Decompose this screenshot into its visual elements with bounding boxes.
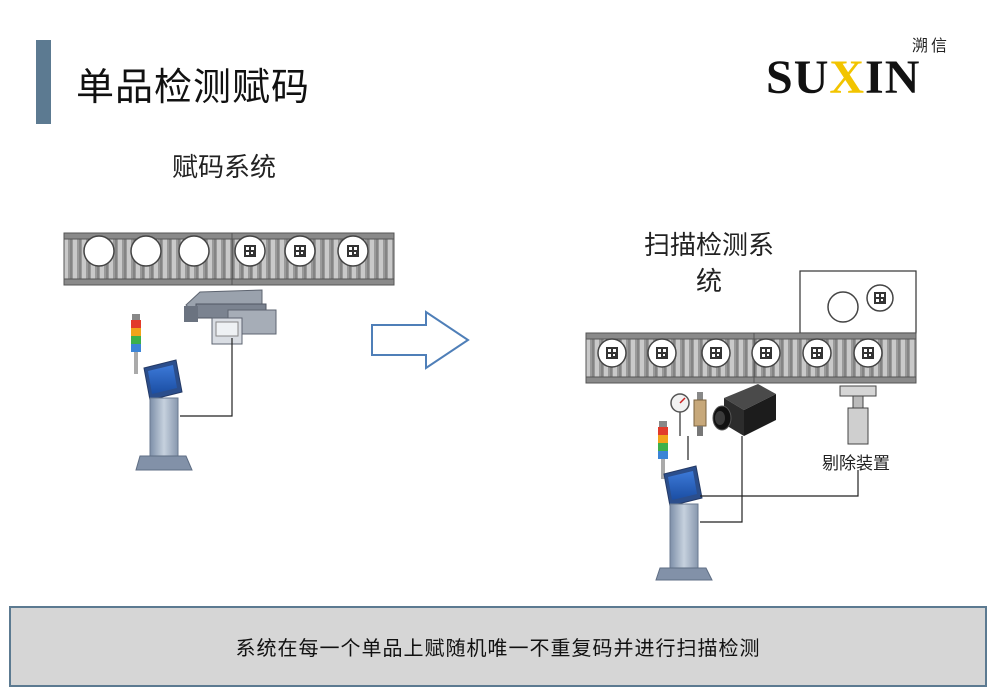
photo-sensor-icon — [693, 392, 707, 436]
coding-system-label: 赋码系统 — [172, 153, 277, 183]
blank-product — [83, 235, 115, 267]
company-logo: 溯信 SUXIN — [762, 30, 962, 110]
pressure-gauge-icon — [670, 393, 690, 436]
coded-product — [597, 338, 627, 368]
logo-english-text: SUXIN — [766, 50, 920, 105]
logo-chinese-text: 溯信 — [911, 36, 950, 55]
coding-conveyor — [63, 232, 395, 286]
kiosk-terminal-icon — [135, 359, 193, 471]
coded-product — [337, 235, 369, 267]
coded-product — [234, 235, 266, 267]
blank-product — [130, 235, 162, 267]
blank-product — [178, 235, 210, 267]
scanning-system-label: 扫描检测系 统 — [643, 231, 774, 297]
coded-product — [701, 338, 731, 368]
coded-product — [284, 235, 316, 267]
reject-device-label: 剔除装置 — [822, 454, 890, 474]
laser-printer-icon — [184, 289, 277, 345]
reject-cylinder-icon — [839, 385, 877, 445]
signal-tower-light-icon — [131, 314, 141, 374]
kiosk-terminal-icon — [655, 465, 713, 581]
page-title: 单品检测赋码 — [76, 65, 311, 109]
coded-product — [647, 338, 677, 368]
industrial-camera-icon — [712, 384, 776, 436]
logo-prefix: SU — [766, 51, 830, 104]
connection-lines — [687, 436, 859, 523]
footer-description-box: 系统在每一个单品上赋随机唯一不重复码并进行扫描检测 — [9, 606, 987, 687]
coded-product — [853, 338, 883, 368]
connection-line — [180, 338, 233, 417]
rejected-bin — [799, 270, 917, 334]
coded-product — [802, 338, 832, 368]
footer-description: 系统在每一个单品上赋随机唯一不重复码并进行扫描检测 — [235, 636, 761, 660]
logo-suffix: IN — [865, 51, 921, 104]
signal-tower-light-icon — [658, 421, 668, 479]
logo-x-letter: X — [829, 51, 866, 104]
right-arrow-icon — [371, 310, 470, 370]
coded-product — [751, 338, 781, 368]
title-accent-bar — [36, 40, 51, 124]
